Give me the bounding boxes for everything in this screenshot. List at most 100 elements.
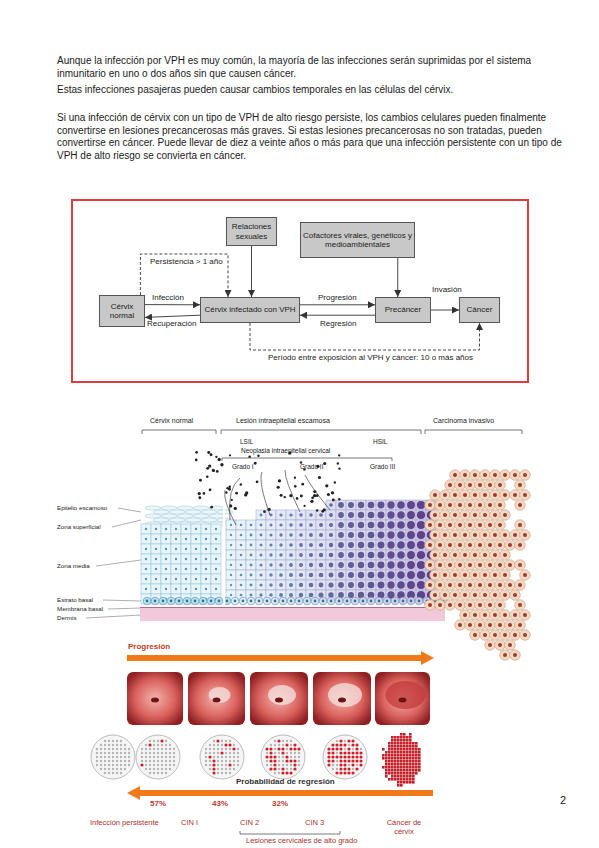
brackets [142,430,522,834]
cell-dot [294,756,296,758]
cell-nucleus [145,538,147,540]
cancer-cell-dot [385,775,388,778]
cell-nucleus [508,643,512,647]
carcinoma-cell [510,610,521,621]
lesion-cell [306,540,316,550]
cell-nucleus [443,573,447,577]
virus-particle [195,459,198,462]
annotation-label: Dermis [57,614,77,622]
carcinoma-cell [515,520,526,531]
cell-nucleus [362,600,365,603]
cancer-cell-dot [391,769,394,772]
cancer-cell-dot [397,736,400,739]
cell-dot [351,739,354,742]
lesion-cell [406,520,416,530]
cell-dot [285,759,288,762]
virus-particle [257,454,259,456]
lesion-cell [346,570,356,580]
annotation-label: Probabilidad de regresión [236,777,335,787]
cell-nucleus [417,551,425,559]
cell-dot [237,756,239,758]
middle-cell [171,584,181,594]
cell-dot [336,740,338,742]
cell-nucleus [493,493,497,497]
carcinoma-cell [435,600,446,611]
lesion-cell [396,530,406,540]
basal-cell [263,597,271,605]
carcinoma-cell [490,470,501,481]
cell-nucleus [269,523,272,526]
cell-nucleus [473,553,477,557]
lesion-cell [286,540,296,550]
cancer-cell-dot [382,754,385,757]
cell-nucleus [358,522,364,528]
virus-particle [294,477,296,479]
cancer-cell-dot [409,733,412,736]
cell-dot [286,764,288,766]
cell-dot [96,752,98,754]
cell-nucleus [513,473,517,477]
cell-nucleus [269,583,272,586]
cell-nucleus [230,564,232,566]
cell-dot [165,772,167,774]
cell-nucleus [488,563,492,567]
cell-dot [335,771,338,774]
basal-cell [303,597,311,605]
middle-cell [151,534,161,544]
carcinoma-cell [465,480,476,491]
lesion-cell [386,520,396,530]
virus-particle [301,483,304,486]
cell-dot [289,747,292,750]
bracket [221,430,421,434]
cancer-cell-dot [412,745,415,748]
basal-cell [191,597,199,605]
cell-nucleus [165,568,167,570]
cell-dot [339,747,342,750]
cell-nucleus [279,593,283,597]
carcinoma-cell [485,500,496,511]
cell-nucleus [458,543,462,547]
virus-particle [303,505,305,507]
virus-particle [256,480,259,483]
cell-nucleus [428,543,432,547]
cell-dot [327,755,330,758]
cancer-cell-dot [394,772,397,775]
cell-nucleus [378,562,385,569]
superficial-cell [177,514,193,518]
carcinoma-cell [505,620,516,631]
cell-dot [274,740,276,742]
cancer-cell-dot [397,757,400,760]
lesion-cell [366,510,376,520]
cell-nucleus [314,600,317,603]
cancer-cell-dot [391,745,394,748]
cell-nucleus [146,600,149,603]
cancer-cell-dot [412,757,415,760]
cancer-cell-dot [391,739,394,742]
box-text: Cérvix normal [102,302,142,320]
lesion-cell [266,540,276,550]
cell-dot [281,771,284,774]
cell-nucleus [493,613,497,617]
middle-cell [151,564,161,574]
virus-particle [206,476,209,479]
cell-nucleus [338,582,344,588]
cell-nucleus [473,533,477,537]
cell-dot [161,768,163,770]
cell-nucleus [328,592,333,597]
cell-nucleus [483,493,487,497]
carcinoma-cell [450,490,461,501]
leader-line [86,615,141,618]
cell-dot [153,756,155,758]
basal-cell [367,597,375,605]
annotation-label: Lesiones cervicales de alto grado [246,836,357,845]
process-box: Cérvix normal [99,295,145,327]
cell-dot [339,755,342,758]
middle-cell [171,564,181,574]
cell-dot [294,752,296,754]
cell-dot [355,759,358,762]
cell-dot [124,744,126,746]
cell-nucleus [195,578,197,580]
cell-nucleus [488,603,492,607]
cell-nucleus [279,583,283,587]
cell-nucleus [348,582,354,588]
